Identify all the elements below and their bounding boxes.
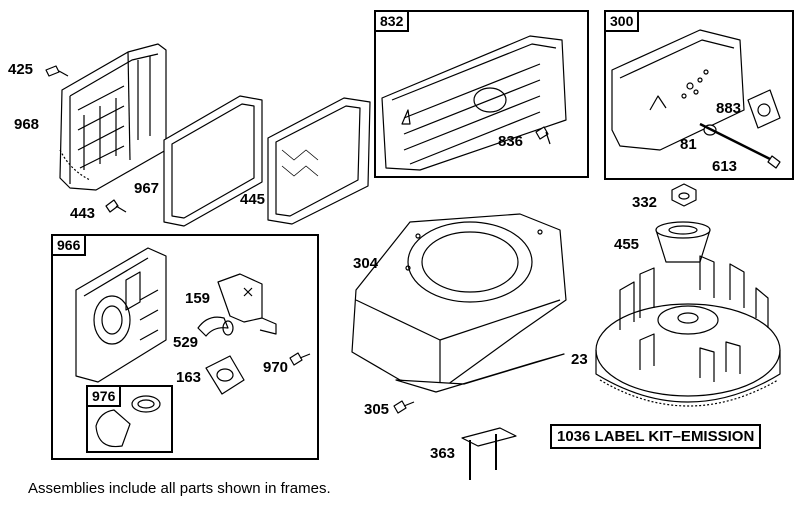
screw-305-drawing — [393, 400, 415, 414]
cup-455-drawing — [655, 221, 711, 263]
callout-836: 836 — [498, 133, 524, 150]
screw-836-drawing — [535, 126, 551, 145]
callout-445: 445 — [240, 191, 266, 208]
callout-23: 23 — [571, 351, 588, 368]
bracket-159-drawing — [217, 273, 277, 335]
callout-883: 883 — [716, 100, 742, 117]
elbow-529-drawing — [197, 316, 234, 337]
frame-832-tag: 832 — [374, 10, 410, 32]
footnote: Assemblies include all parts shown in fr… — [28, 480, 331, 497]
air-cleaner-base-968-drawing — [59, 43, 167, 191]
frame-976: 976 — [86, 385, 173, 453]
filter-frame-967-drawing — [163, 95, 263, 227]
frame-832: 832 — [374, 10, 589, 178]
callout-304: 304 — [353, 255, 379, 272]
frame-300: 300 — [604, 10, 794, 180]
callout-529: 529 — [173, 334, 199, 351]
bracket-363-drawing — [461, 427, 517, 480]
gasket-883-drawing — [747, 89, 781, 129]
blower-housing-304-drawing — [351, 213, 567, 393]
frame-966-tag: 966 — [51, 234, 87, 256]
callout-968: 968 — [14, 116, 40, 133]
kit-label: 1036 LABEL KIT–EMISSION — [550, 424, 762, 449]
callout-613: 613 — [712, 158, 738, 175]
carburetor-966-drawing — [75, 247, 167, 383]
filter-element-445-drawing — [267, 97, 371, 225]
shield-832-drawing — [381, 35, 567, 171]
screw-443-drawing — [105, 199, 127, 213]
callout-425: 425 — [8, 61, 34, 78]
callout-81: 81 — [680, 136, 697, 153]
screw-425-drawing — [45, 65, 69, 77]
frame-966: 966 — [51, 234, 319, 460]
frame-300-tag: 300 — [604, 10, 640, 32]
flywheel-23-drawing — [595, 255, 781, 407]
bolt-613-drawing — [699, 122, 781, 169]
frame-976-tag: 976 — [86, 385, 122, 407]
gasket-163-drawing — [205, 355, 245, 395]
callout-455: 455 — [614, 236, 640, 253]
callout-159: 159 — [185, 290, 211, 307]
callout-363: 363 — [430, 445, 456, 462]
muffler-300-drawing — [611, 29, 745, 151]
callout-970: 970 — [263, 359, 289, 376]
nut-332-drawing — [671, 183, 697, 207]
primer-bulb-976-drawing — [95, 395, 161, 448]
callout-163: 163 — [176, 369, 202, 386]
callout-305: 305 — [364, 401, 390, 418]
screw-970-drawing — [289, 352, 311, 366]
callout-967: 967 — [134, 180, 160, 197]
callout-443: 443 — [70, 205, 96, 222]
callout-332: 332 — [632, 194, 658, 211]
